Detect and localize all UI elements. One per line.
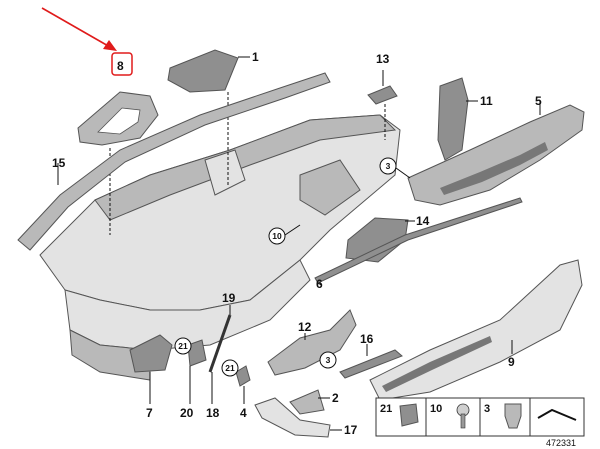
- label-15: 15: [52, 156, 66, 170]
- label-1: 1: [252, 50, 259, 64]
- part-5-decor-trim: [407, 101, 585, 206]
- part-9-lower-panel: [369, 259, 583, 401]
- svg-text:10: 10: [272, 231, 282, 241]
- label-8: 8: [117, 59, 124, 73]
- callout-21-right: 21: [221, 359, 239, 377]
- highlight-arrow: [41, 7, 117, 51]
- part-4-clip: [235, 365, 251, 404]
- kit-legend: 21 10 3: [375, 397, 585, 437]
- label-18: 18: [206, 406, 220, 420]
- label-19: 19: [222, 291, 236, 305]
- part-7-vent-panel: [129, 334, 173, 404]
- diagram-code: 472331: [546, 438, 576, 448]
- kit-label-10: 10: [430, 403, 442, 415]
- part-19-rod: [208, 305, 232, 373]
- label-16: 16: [360, 332, 374, 346]
- kit-label-21: 21: [380, 403, 392, 415]
- svg-text:21: 21: [225, 363, 235, 373]
- part-6-thin-strip: [314, 197, 523, 285]
- part-13-grille: [367, 70, 398, 140]
- part-15-trim-strip: [17, 72, 331, 251]
- part-8-trim-frame: [77, 52, 159, 235]
- callout-3-lower: 3: [319, 351, 337, 369]
- part-12-inner-trim: [267, 309, 357, 376]
- label-11: 11: [480, 94, 493, 108]
- label-20: 20: [180, 406, 194, 420]
- label-17: 17: [344, 423, 358, 437]
- label-9: 9: [508, 355, 515, 369]
- svg-text:3: 3: [386, 161, 391, 171]
- part-20-clip: [187, 339, 207, 404]
- screw-icon: [456, 403, 470, 429]
- part-16-strip: [339, 344, 403, 379]
- svg-text:3: 3: [326, 355, 331, 365]
- dashboard-carrier: [39, 114, 401, 381]
- label-6: 6: [316, 277, 323, 291]
- callout-3-upper: 3: [379, 157, 411, 179]
- label-5: 5: [535, 94, 542, 108]
- trim-shape-icon: [537, 408, 577, 421]
- label-2: 2: [332, 391, 339, 405]
- label-13: 13: [376, 52, 390, 66]
- part-17-lower-strip: [254, 397, 342, 438]
- label-4: 4: [240, 406, 247, 420]
- part-2-clip-trim: [289, 389, 330, 415]
- kit-label-3: 3: [484, 403, 490, 415]
- clip-icon: [504, 403, 522, 429]
- callout-21-left: 21: [174, 337, 192, 355]
- label-12: 12: [298, 320, 312, 334]
- label-7: 7: [146, 406, 153, 420]
- highlight-box-8: [111, 52, 133, 76]
- part-11-side-cover: [437, 77, 478, 161]
- label-14: 14: [416, 214, 430, 228]
- svg-text:21: 21: [178, 341, 188, 351]
- callout-10: 10: [268, 224, 301, 245]
